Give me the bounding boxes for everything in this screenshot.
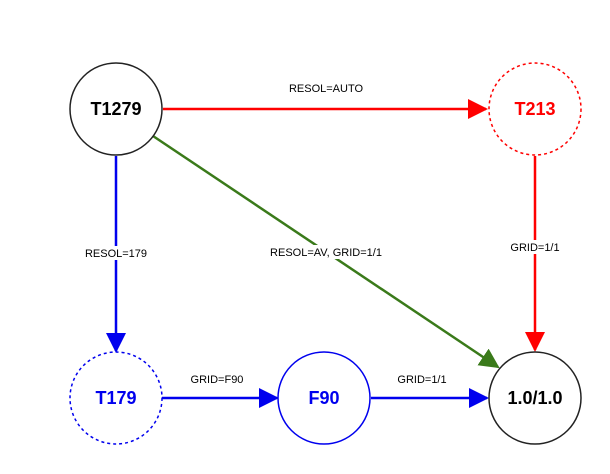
- edge-t179-to-f90: GRID=F90: [162, 374, 279, 408]
- edge-f90-to-target: GRID=1/1: [371, 374, 489, 408]
- edge-label-resol-auto: RESOL=AUTO: [289, 83, 364, 95]
- node-label-target: 1.0/1.0: [507, 388, 562, 408]
- edge-t1279-to-t213: RESOL=AUTO: [163, 83, 488, 119]
- node-label-t213: T213: [514, 99, 555, 119]
- node-target: 1.0/1.0: [488, 351, 582, 445]
- node-label-f90: F90: [308, 388, 339, 408]
- node-label-t179: T179: [95, 388, 136, 408]
- edge-t1279-to-target: RESOL=AV, GRID=1/1: [152, 134, 500, 369]
- edge-t213-to-target: GRID=1/1: [506, 156, 564, 352]
- node-t1279: T1279: [69, 62, 163, 156]
- node-label-t1279: T1279: [90, 99, 141, 119]
- edge-label-resol-av: RESOL=AV, GRID=1/1: [270, 247, 382, 259]
- node-f90: F90: [277, 351, 371, 445]
- edge-t1279-to-t179: RESOL=179: [78, 156, 154, 353]
- node-t213: T213: [488, 62, 582, 156]
- node-t179: T179: [69, 351, 163, 445]
- edge-label-resol-179: RESOL=179: [85, 248, 147, 260]
- edge-label-grid-f90: GRID=F90: [191, 374, 244, 386]
- edge-label-grid-red: GRID=1/1: [510, 242, 559, 254]
- edge-label-grid-blue: GRID=1/1: [397, 374, 446, 386]
